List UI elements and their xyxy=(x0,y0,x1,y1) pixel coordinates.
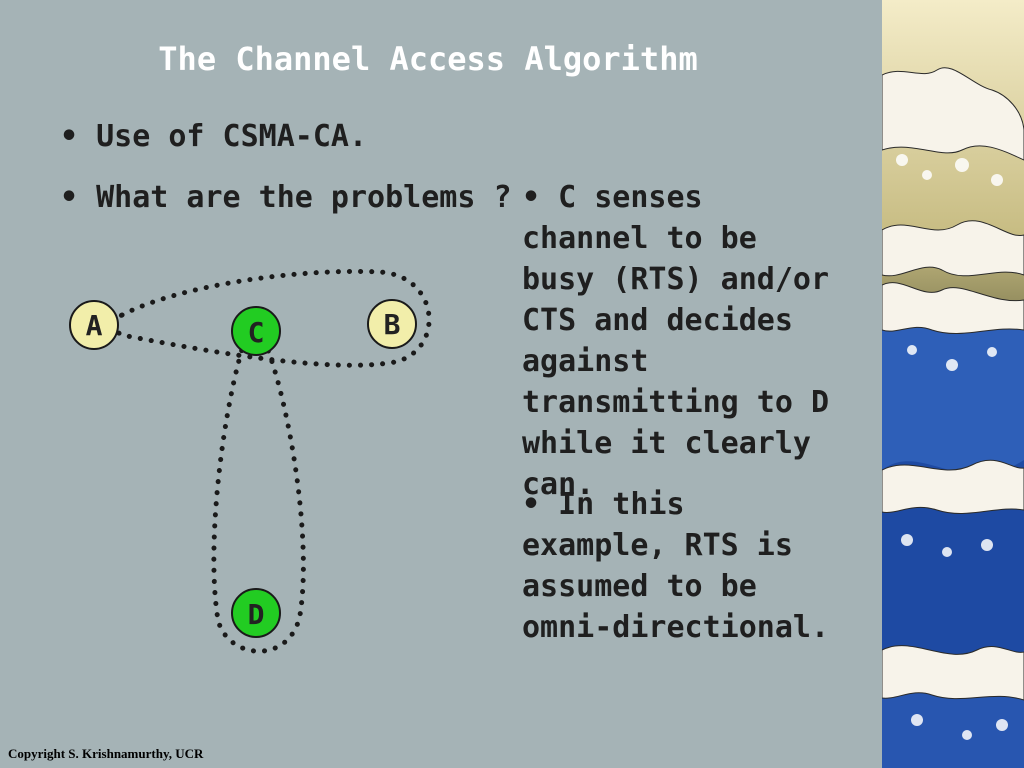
bullet-csma-ca: • Use of CSMA-CA. xyxy=(60,119,368,154)
slide-title: The Channel Access Algorithm xyxy=(158,40,698,78)
node-d-label: D xyxy=(248,598,265,631)
node-b: B xyxy=(367,299,417,349)
bullet-rts-omni: • In this example, RTS is assumed to be … xyxy=(522,487,830,645)
node-a: A xyxy=(69,300,119,350)
node-c-label: C xyxy=(248,316,265,349)
bullet-c-senses: • C senses channel to be busy (RTS) and/… xyxy=(522,180,830,502)
node-a-label: A xyxy=(86,309,103,342)
node-b-label: B xyxy=(384,308,401,341)
network-diagram: A B C D xyxy=(69,268,432,654)
range-loop-horizontal xyxy=(112,268,432,368)
node-c: C xyxy=(231,306,281,356)
node-d: D xyxy=(231,588,281,638)
bullet-problems: • What are the problems ? xyxy=(60,180,512,215)
copyright-text: Copyright S. Krishnamurthy, UCR xyxy=(8,746,204,761)
decorative-wave-panel xyxy=(882,0,1024,768)
